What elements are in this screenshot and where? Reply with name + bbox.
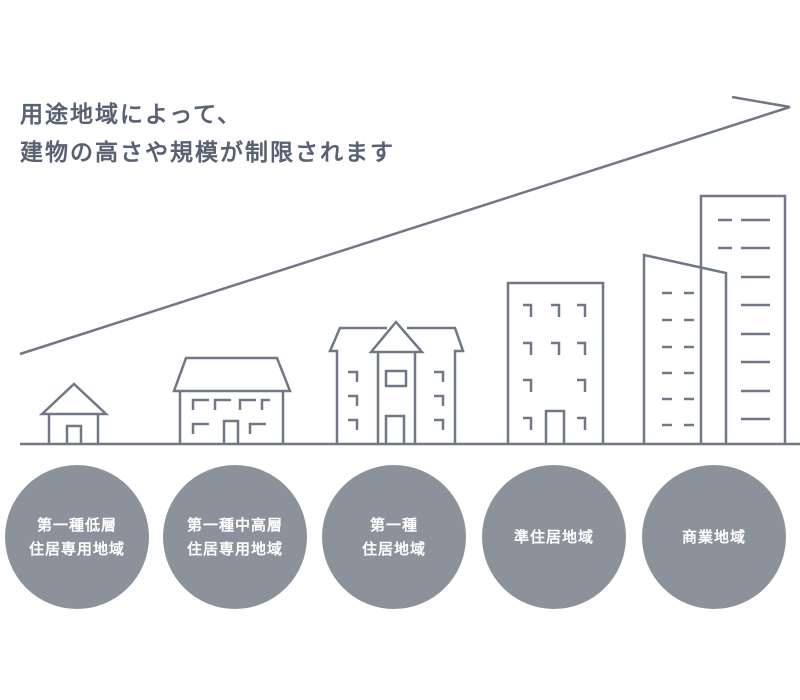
zone-label-line-1: 商業地域	[681, 528, 746, 546]
zone-circle-mid-high-rise-exclusive: 第一種中高層 住居専用地域	[163, 465, 307, 609]
small-house-icon	[38, 382, 110, 444]
zone-label-line-1: 第一種	[369, 516, 418, 534]
caption-line-2: 建物の高さや規模が制限されます	[20, 140, 395, 166]
growth-arrow	[19, 95, 791, 356]
zone-label-line-2: 住居地域	[361, 540, 426, 558]
zone-circle-commercial: 商業地域	[642, 465, 786, 609]
zone-label-line-2: 住居専用地域	[28, 540, 125, 558]
caption-line-1: 用途地域によって、	[20, 102, 243, 128]
zone-label-line-1: 準住居地域	[513, 528, 594, 546]
zone-label-line-1: 第一種低層	[36, 516, 117, 534]
mansion-icon	[328, 320, 465, 444]
zone-circle-low-rise-exclusive: 第一種低層 住居専用地域	[5, 465, 149, 609]
zone-label-line-1: 第一種中高層	[186, 516, 283, 534]
high-rise-building-icon	[642, 194, 787, 444]
zone-circle-quasi-residential: 準住居地域	[482, 465, 626, 609]
buildings-illustration	[19, 95, 800, 446]
mid-rise-building-icon	[506, 281, 605, 444]
large-house-icon	[172, 356, 292, 444]
zone-label-line-2: 住居専用地域	[186, 540, 283, 558]
zone-circle-residential: 第一種 住居地域	[322, 465, 466, 609]
caption-heading: 用途地域によって、 建物の高さや規模が制限されます	[20, 96, 395, 172]
